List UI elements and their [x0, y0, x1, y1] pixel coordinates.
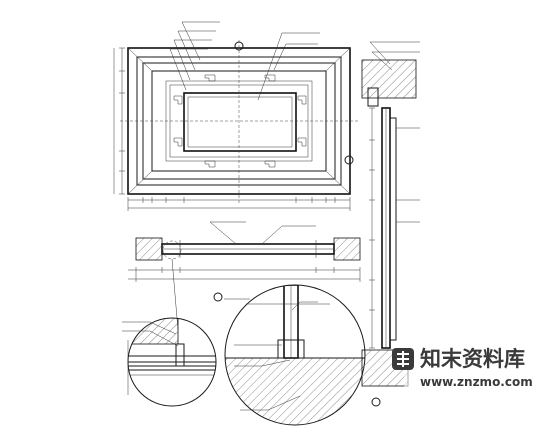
- detail-callout-circle-small: [162, 240, 182, 260]
- watermark-url: www.znzmo.com: [420, 375, 533, 389]
- center-panel: [183, 92, 297, 152]
- detail-circle-large: [224, 284, 366, 426]
- section-label-mark: [213, 292, 223, 302]
- watermark-name: 知末资料库: [420, 347, 525, 371]
- watermark: 知末资料库 www.znzmo.com: [392, 342, 552, 392]
- wall-hatch: [225, 357, 365, 425]
- front-elevation: [113, 21, 358, 211]
- horizontal-section: [128, 221, 361, 331]
- wall-right: [333, 237, 361, 261]
- ceiling-hatch: [361, 59, 417, 99]
- meander-motif: [173, 95, 183, 105]
- section-mark-right: [344, 155, 354, 165]
- section-mark-top: [234, 41, 244, 51]
- annotation-leaders: [169, 21, 320, 101]
- watermark-logo-icon: [392, 348, 414, 370]
- wall-left: [135, 237, 163, 261]
- side-section-label-mark: [371, 397, 381, 407]
- detail-circle-small: [122, 317, 217, 407]
